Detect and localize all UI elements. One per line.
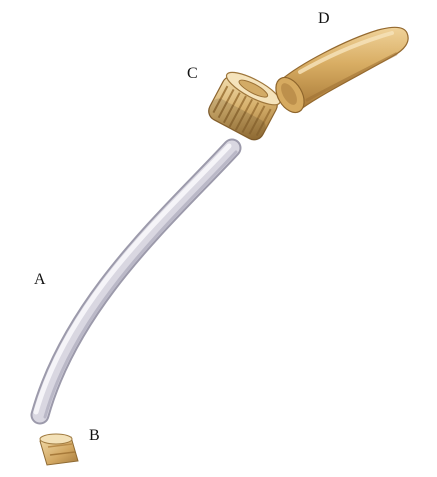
label-a: A (34, 272, 46, 288)
end-cap (40, 434, 78, 465)
rubber-bulb (270, 27, 408, 117)
label-d: D (318, 11, 330, 27)
tube (36, 146, 236, 417)
label-b: B (89, 428, 100, 444)
label-c: C (187, 66, 198, 82)
threaded-collar (205, 67, 284, 144)
